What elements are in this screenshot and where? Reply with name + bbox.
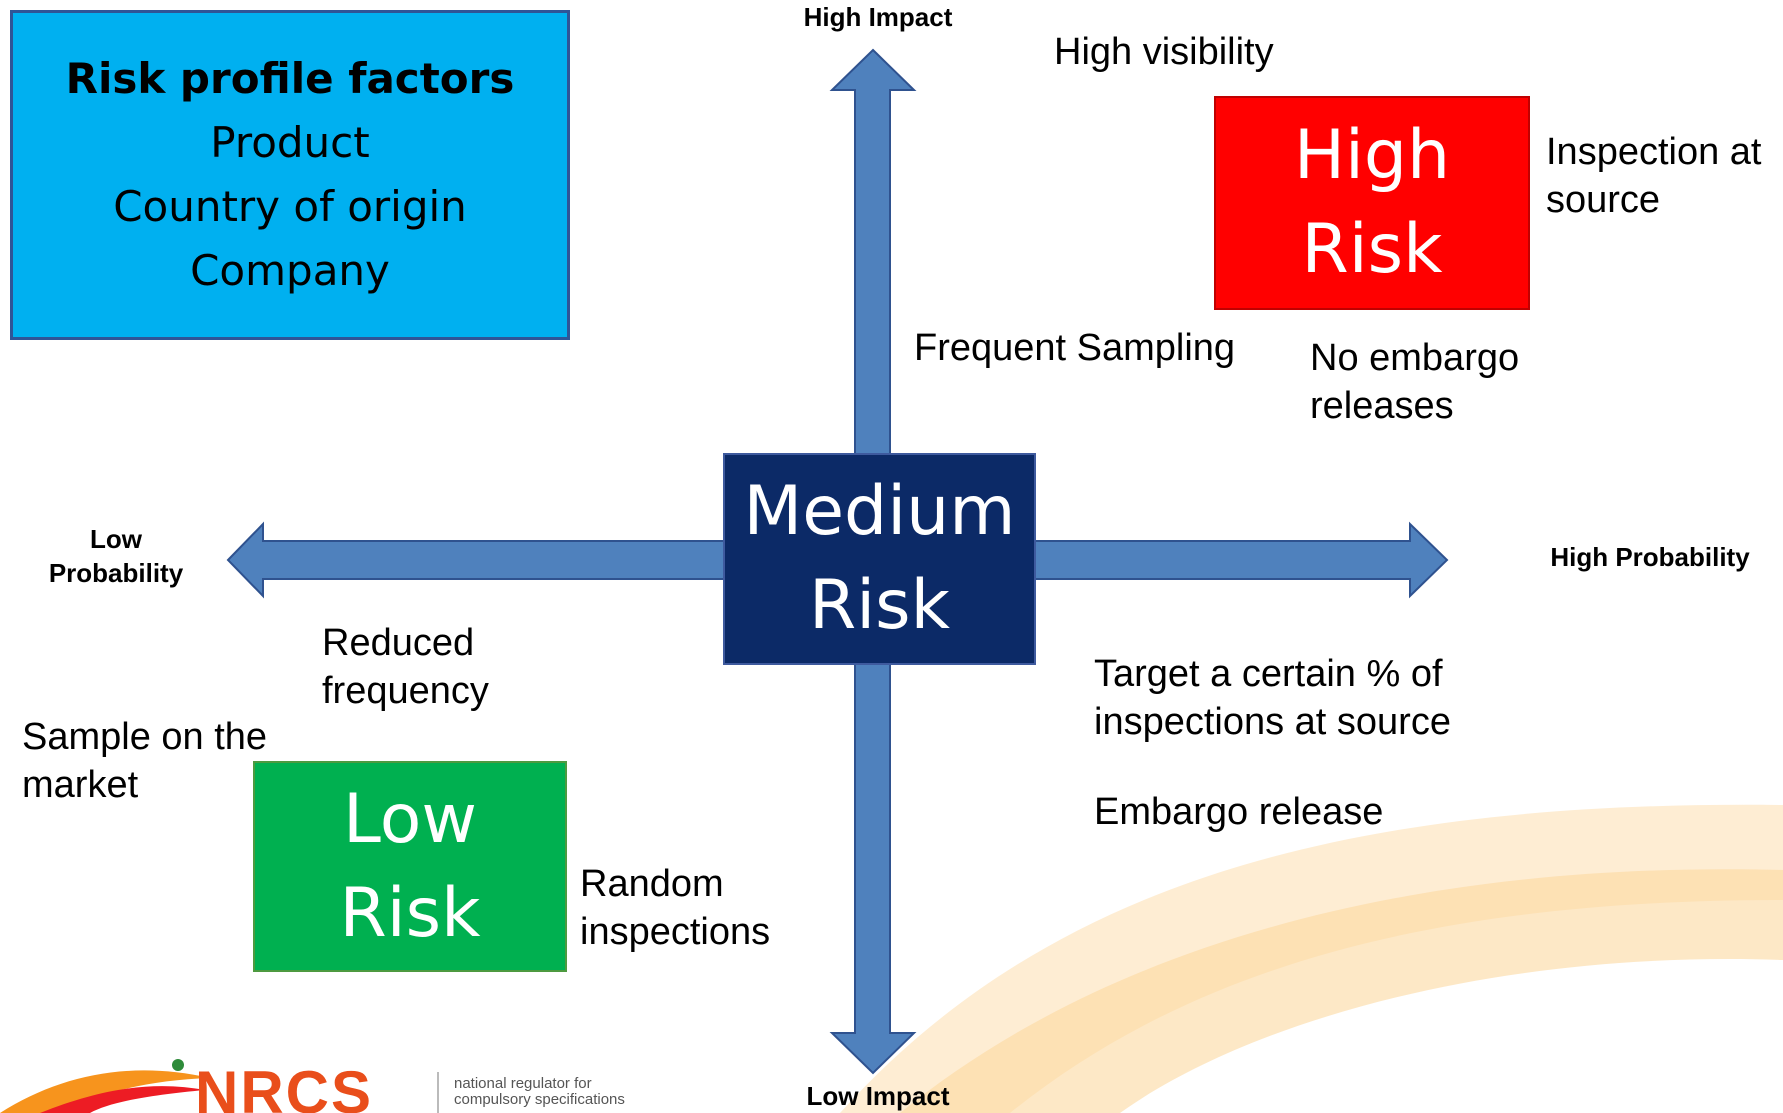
low-risk-box: Low Risk — [253, 761, 567, 972]
logo-tagline: national regulator for compulsory specif… — [454, 1075, 625, 1108]
low-risk-label-line1: Low — [343, 779, 477, 859]
factor-item: Country of origin — [113, 182, 467, 231]
note-no-embargo-releases: No embargo releases — [1310, 337, 1520, 427]
medium-risk-label-line2: Risk — [809, 566, 950, 645]
note-embargo-release: Embargo release — [1094, 791, 1384, 833]
axis-label-low-probability: Low Probability — [48, 524, 184, 588]
risk-profile-factors-box: Risk profile factors Product Country of … — [10, 10, 570, 340]
low-risk-label-line2: Risk — [339, 873, 481, 953]
factors-title: Risk profile factors — [65, 54, 515, 103]
note-random-inspections: Random inspections — [580, 863, 771, 953]
logo-swoosh-icon-2 — [40, 1086, 205, 1113]
medium-risk-box: Medium Risk — [723, 453, 1036, 665]
factor-item: Product — [210, 118, 370, 167]
axis-label-low-impact: Low Impact — [806, 1081, 950, 1111]
axis-label-high-probability: High Probability — [1550, 542, 1750, 572]
note-target-inspections: Target a certain % of inspections at sou… — [1094, 653, 1451, 743]
high-risk-label-line2: Risk — [1301, 210, 1443, 289]
note-sample-on-market: Sample on the market — [22, 716, 268, 806]
logo-name: NRCS — [195, 1059, 373, 1113]
note-high-visibility: High visibility — [1054, 31, 1274, 73]
logo-swoosh-icon — [0, 1070, 210, 1113]
high-risk-label-line1: High — [1293, 116, 1451, 195]
note-reduced-frequency: Reduced frequency — [322, 622, 489, 712]
medium-risk-label-line1: Medium — [743, 472, 1016, 551]
note-inspection-at-source: Inspection at source — [1546, 131, 1762, 221]
note-frequent-sampling: Frequent Sampling — [914, 327, 1236, 369]
logo-dot-icon — [172, 1059, 184, 1071]
high-risk-box: High Risk — [1214, 96, 1530, 310]
axis-label-high-impact: High Impact — [803, 2, 953, 32]
swoosh-shape-2 — [900, 869, 1783, 1113]
factor-item: Company — [190, 246, 390, 295]
